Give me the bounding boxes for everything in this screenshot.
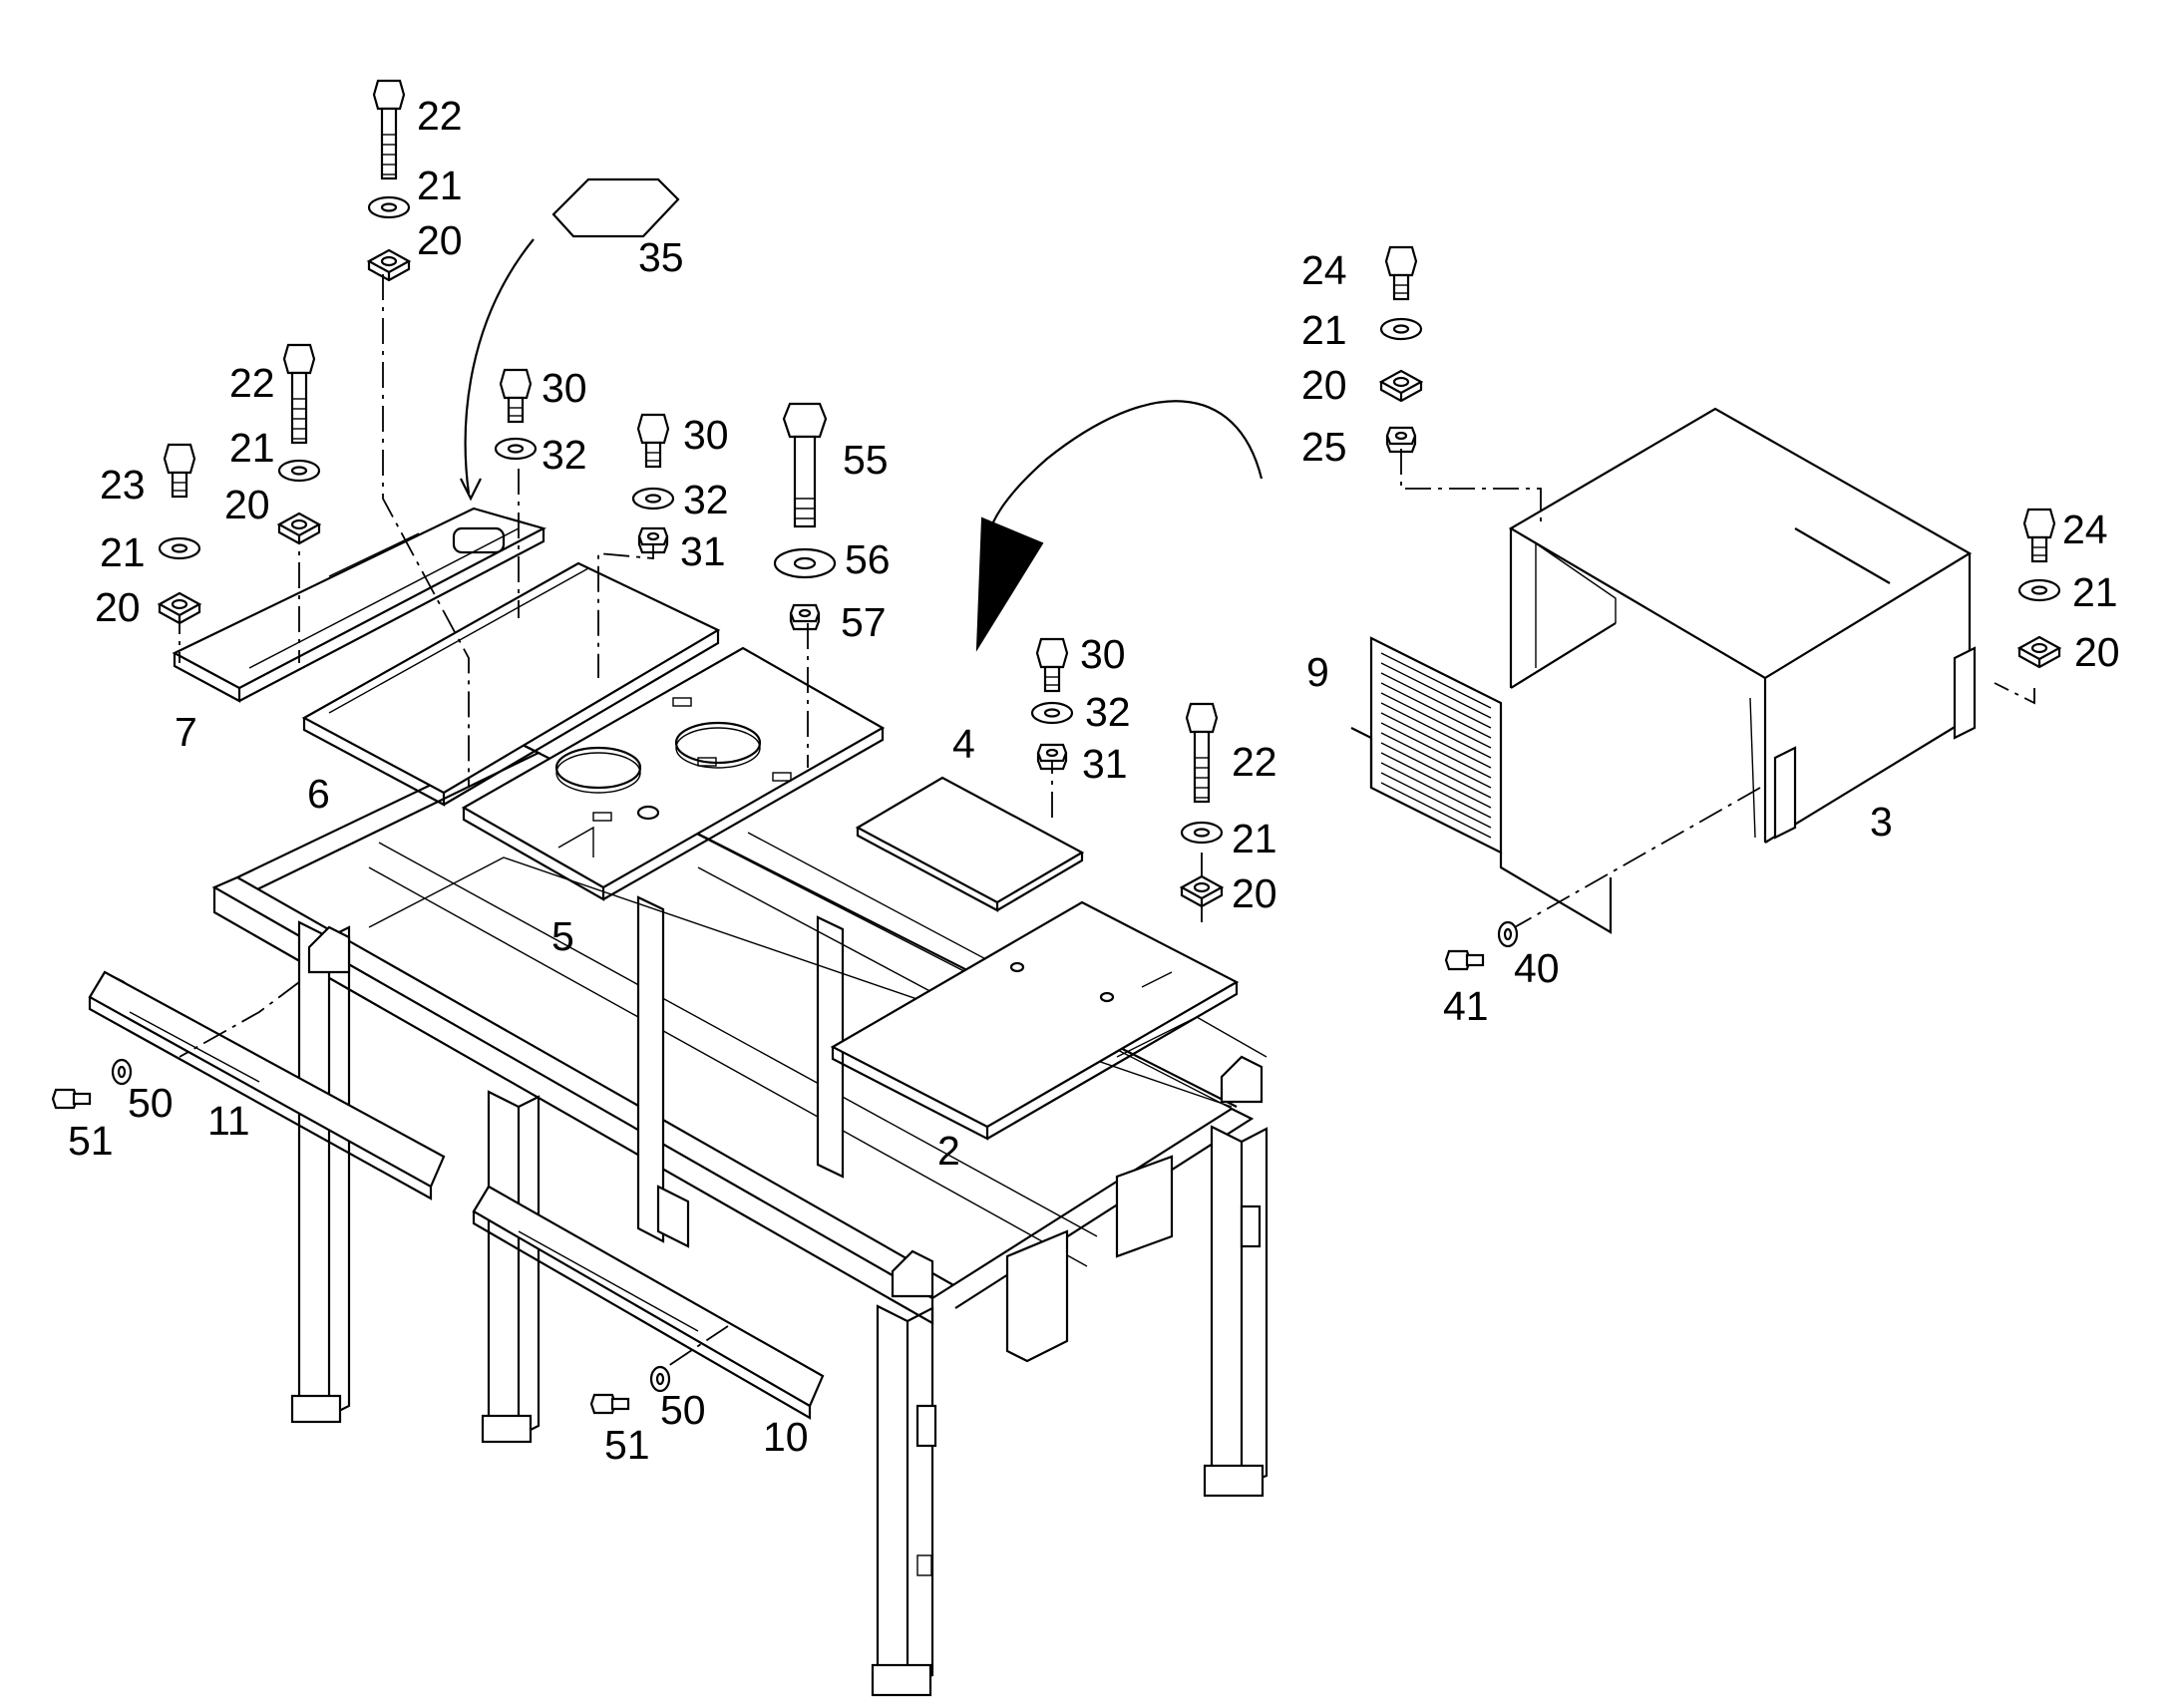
callout-4: 4 (952, 721, 975, 767)
callout-21: 21 (1232, 816, 1277, 861)
callout-57: 57 (841, 599, 887, 645)
callout-21: 21 (2072, 569, 2118, 615)
callout-6: 6 (307, 771, 330, 817)
callout-20: 20 (417, 217, 463, 263)
nut-57 (789, 603, 821, 631)
callout-20: 20 (1301, 362, 1347, 408)
callout-30: 30 (542, 365, 587, 411)
callout-30: 30 (683, 412, 729, 458)
curved-arrow-box (975, 400, 1264, 652)
callout-11: 11 (207, 1098, 250, 1144)
callout-24: 24 (1301, 247, 1347, 293)
bolt-23 (163, 443, 196, 499)
callout-32: 32 (542, 432, 587, 478)
bolt-30-a (499, 368, 533, 424)
plate-20-left (277, 512, 321, 545)
bolt-22-right (1185, 702, 1219, 804)
callout-21: 21 (417, 163, 463, 208)
callout-20: 20 (95, 584, 141, 630)
callout-32: 32 (683, 477, 729, 522)
cover-panel-5 (461, 646, 886, 901)
grille-slats (1380, 652, 1492, 839)
callout-35: 35 (638, 234, 684, 280)
callout-51: 51 (604, 1422, 650, 1468)
nut-25 (1385, 426, 1417, 454)
callout-20: 20 (1232, 870, 1277, 916)
callout-24: 24 (2062, 507, 2108, 552)
gasket-35 (551, 177, 680, 238)
callout-5: 5 (551, 913, 574, 959)
callout-21: 21 (1301, 307, 1347, 353)
angle-rail-11 (88, 970, 446, 1200)
washer-21-right (1180, 821, 1224, 845)
washer-21-box-right (2017, 578, 2061, 602)
plate-20-right (1180, 874, 1224, 908)
washer-21-left (277, 459, 321, 483)
callout-10: 10 (763, 1414, 809, 1460)
washer-32-b (631, 487, 675, 511)
cover-panel-2 (830, 900, 1240, 1141)
washer-40 (1497, 920, 1519, 948)
bolt-22-left (282, 343, 316, 445)
callout-40: 40 (1514, 945, 1560, 991)
callout-55: 55 (843, 437, 889, 483)
callout-25: 25 (1301, 424, 1347, 470)
washer-32-a (494, 437, 538, 461)
bolt-24-top (1384, 245, 1418, 301)
callout-32: 32 (1085, 689, 1131, 735)
callout-2: 2 (937, 1128, 960, 1174)
callout-50: 50 (660, 1387, 706, 1433)
callout-30: 30 (1080, 631, 1126, 677)
callout-23: 23 (100, 462, 146, 508)
angle-rail-10 (472, 1185, 825, 1420)
callout-50: 50 (128, 1080, 174, 1126)
cover-panel-7 (172, 507, 546, 703)
callout-22: 22 (229, 360, 275, 406)
callout-7: 7 (175, 709, 197, 755)
washer-56 (773, 547, 837, 579)
bolt-30-b (636, 413, 670, 469)
callout-22: 22 (1232, 739, 1277, 785)
callout-41: 41 (1443, 983, 1489, 1029)
washer-21-far-left (158, 536, 201, 560)
callout-31: 31 (1082, 741, 1128, 787)
washer-32-c (1030, 701, 1074, 725)
callout-22: 22 (417, 93, 463, 139)
plate-20-box-right (2017, 635, 2061, 669)
bolt-55 (782, 402, 828, 528)
callout-3: 3 (1870, 799, 1893, 845)
callout-51: 51 (68, 1118, 114, 1164)
base-frame (211, 741, 1269, 1697)
callout-21: 21 (229, 425, 275, 471)
plate-20-box (1379, 369, 1423, 403)
bolt-41 (1444, 949, 1485, 971)
washer-21-top (367, 195, 411, 219)
bolt-24-right (2022, 508, 2056, 563)
callout-21: 21 (100, 529, 146, 575)
callout-20: 20 (224, 482, 270, 527)
callout-56: 56 (845, 536, 891, 582)
curved-arrow-gasket (460, 238, 535, 502)
cover-panel-6 (301, 561, 721, 807)
bolt-51-b (589, 1393, 630, 1415)
washer-21-box (1379, 317, 1423, 341)
bolt-22-top (372, 79, 406, 180)
bolt-30-c (1035, 637, 1069, 693)
callout-31: 31 (680, 528, 726, 574)
bolt-51-a (51, 1088, 92, 1110)
plate-20-far-left (158, 591, 201, 625)
callout-labels: 22 21 20 35 22 21 20 23 21 20 7 6 30 32 … (68, 93, 2120, 1468)
plate-20-top (367, 248, 411, 282)
cover-panel-4 (855, 776, 1085, 912)
vent-grille-9 (1350, 636, 1613, 934)
callout-9: 9 (1306, 649, 1329, 695)
callout-20: 20 (2074, 629, 2120, 675)
enclosure-box-3 (1508, 407, 1977, 844)
